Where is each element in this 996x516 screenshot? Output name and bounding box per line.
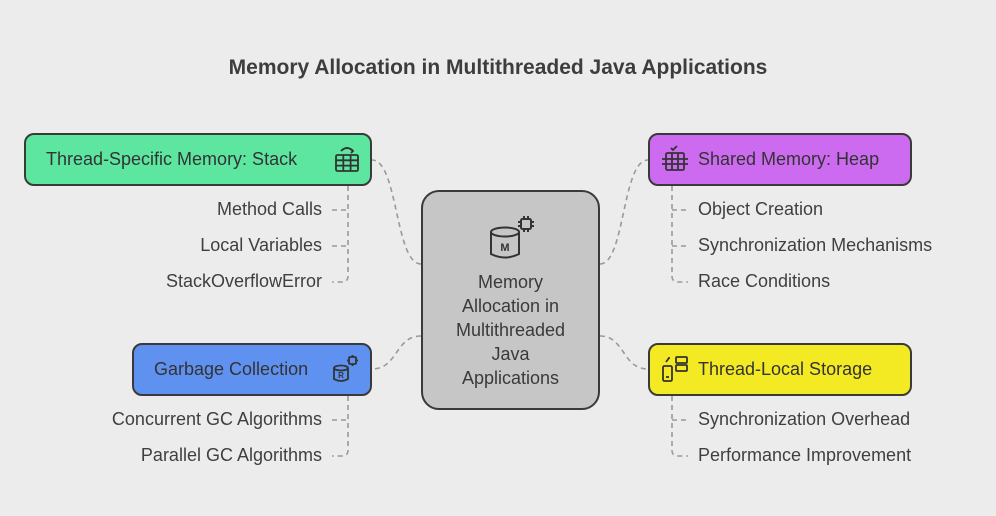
center-label: Memory Allocation in Multithreaded Java … xyxy=(423,270,598,390)
connector-gc-items xyxy=(332,396,349,457)
center-label-line: Java xyxy=(491,344,530,364)
center-node: M Memory Allocation in Multithreaded Jav… xyxy=(421,190,600,410)
gc-node-label: Garbage Collection xyxy=(154,359,309,379)
center-label-line: Allocation in xyxy=(461,296,560,316)
gc-item: Concurrent GC Algorithms xyxy=(111,409,322,429)
stack-item: Local Variables xyxy=(200,235,322,255)
storage-device-icon xyxy=(662,356,688,382)
gc-icon-letter: R xyxy=(338,371,344,380)
center-label-line: Applications xyxy=(461,368,560,388)
heap-node-label: Shared Memory: Heap xyxy=(698,149,880,169)
center-icon-letter: M xyxy=(500,242,509,254)
connector-center-stack xyxy=(371,159,422,265)
center-label-line: Multithreaded xyxy=(455,320,566,340)
connector-center-tls xyxy=(599,335,649,370)
diagram-title: Memory Allocation in Multithreaded Java … xyxy=(228,56,768,79)
tls-item: Synchronization Overhead xyxy=(698,409,911,429)
heap-item: Synchronization Mechanisms xyxy=(698,235,933,255)
stack-item: StackOverflowError xyxy=(165,271,322,291)
heap-cube-icon xyxy=(662,145,688,171)
stack-item: Method Calls xyxy=(216,199,322,219)
stack-node: Thread-Specific Memory: Stack xyxy=(24,133,372,186)
connector-tls-items xyxy=(671,396,688,457)
recycle-database-icon: R xyxy=(333,355,358,382)
connector-center-gc xyxy=(371,335,422,370)
heap-item: Race Conditions xyxy=(698,271,831,291)
center-label-line: Memory xyxy=(477,272,543,292)
gc-item: Parallel GC Algorithms xyxy=(140,445,322,465)
stack-grid-icon xyxy=(335,147,359,172)
gc-node: Garbage Collection R xyxy=(132,343,372,396)
connector-heap-items xyxy=(671,186,688,283)
tls-node: Thread-Local Storage xyxy=(648,343,912,396)
tls-node-label: Thread-Local Storage xyxy=(698,359,873,379)
connector-stack-items xyxy=(332,186,349,283)
heap-node: Shared Memory: Heap xyxy=(648,133,912,186)
connector-center-heap xyxy=(599,159,649,265)
tls-item: Performance Improvement xyxy=(698,445,912,465)
database-chip-icon: M xyxy=(490,216,534,259)
stack-node-label: Thread-Specific Memory: Stack xyxy=(46,149,298,169)
heap-item: Object Creation xyxy=(698,199,824,219)
